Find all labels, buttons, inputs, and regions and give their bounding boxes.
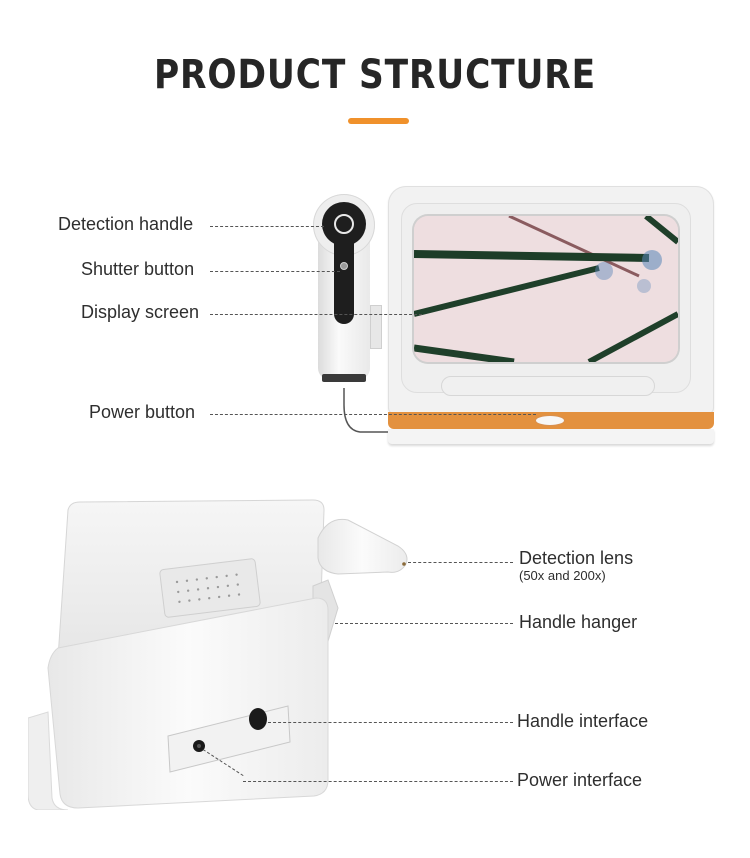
power-button[interactable] bbox=[535, 415, 565, 426]
handle-strip bbox=[334, 238, 354, 324]
magnifier-icon bbox=[334, 214, 354, 234]
leader-line bbox=[210, 271, 340, 272]
leader-line bbox=[268, 722, 513, 723]
display-screen-image bbox=[414, 216, 678, 362]
callout-label: Handle hanger bbox=[519, 612, 638, 632]
handle-interface-port bbox=[249, 708, 267, 730]
callout-sublabel: (50x and 200x) bbox=[519, 568, 606, 583]
rear-view-figure bbox=[28, 499, 408, 810]
display-monitor bbox=[384, 186, 716, 444]
callout-label: Detection handle bbox=[58, 214, 194, 234]
callout-label: Handle interface bbox=[517, 711, 649, 731]
screen-slot bbox=[441, 376, 655, 396]
shutter-button[interactable] bbox=[340, 262, 348, 270]
leader-line bbox=[210, 414, 536, 415]
handle-clip bbox=[370, 305, 382, 349]
callout-label: Power button bbox=[89, 402, 196, 422]
page-title: PRODUCT STRUCTURE bbox=[153, 52, 597, 98]
callout-label: Detection lens bbox=[519, 548, 634, 568]
handle-bottom-cap bbox=[322, 374, 366, 382]
title-underline bbox=[348, 118, 409, 124]
detection-handle bbox=[313, 194, 375, 390]
hair-microscope-image bbox=[414, 216, 678, 362]
callout-label: Power interface bbox=[517, 770, 643, 790]
leader-line bbox=[408, 562, 513, 563]
callout-label: Display screen bbox=[81, 302, 200, 322]
monitor-base bbox=[388, 429, 714, 444]
leader-line bbox=[243, 781, 513, 782]
callout-label: Shutter button bbox=[81, 259, 195, 279]
leader-line bbox=[335, 623, 513, 624]
leader-line bbox=[210, 314, 422, 315]
leader-line bbox=[210, 226, 324, 227]
